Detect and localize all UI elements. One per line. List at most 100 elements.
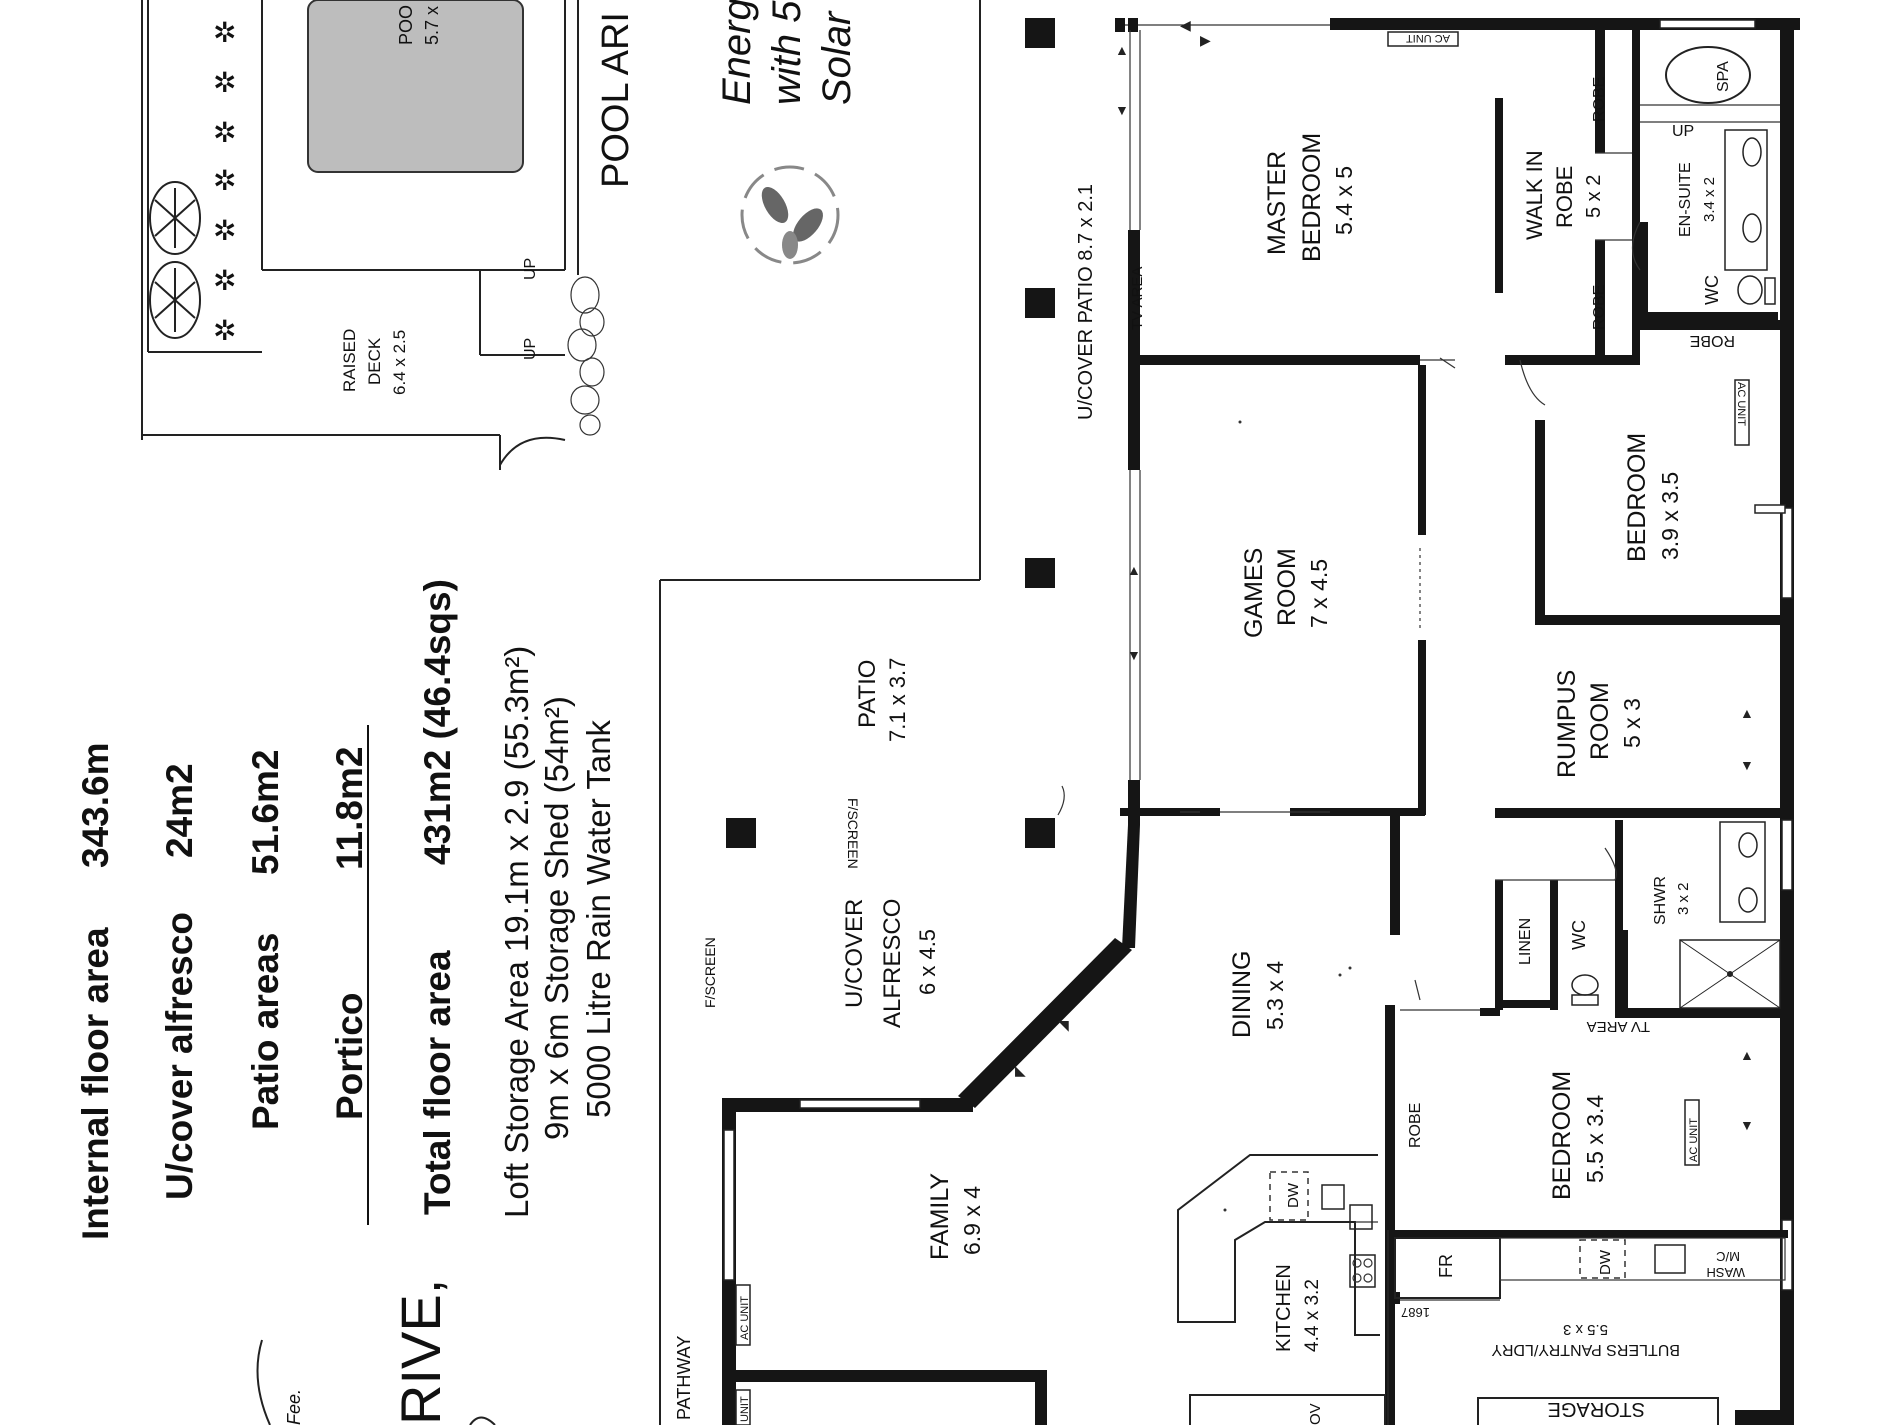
- pathway-label: PATHWAY: [674, 1336, 694, 1420]
- dw-label: DW: [1597, 1249, 1614, 1275]
- butlers-pantry-size: 5.5 x 3: [1563, 1321, 1608, 1338]
- svg-text:✲: ✲: [213, 165, 236, 196]
- svg-text:✲: ✲: [213, 265, 236, 296]
- storage-shed-note: 9m x 6m Storage Shed (54m²): [538, 696, 575, 1140]
- ac-unit-icon: AC UNIT: [1684, 1099, 1700, 1166]
- svg-text:▲: ▲: [1127, 562, 1141, 578]
- internal-floor-area-label: Internal floor area: [75, 927, 116, 1240]
- total-area-value: 431m2 (46.4sqs): [417, 579, 458, 865]
- alfresco-size: 6 x 4.5: [915, 929, 940, 995]
- rain-tank-note: 5000 Litre Rain Water Tank: [580, 719, 617, 1118]
- svg-text:✲: ✲: [213, 117, 236, 148]
- sliding-door-arrow: ▲ ▼ ▲ ▼ ▲ ▼ ▲ ▼ ◣ ◥ ◀ ▶: [1015, 17, 1754, 1133]
- patio-label: PATIO: [854, 660, 881, 728]
- linen-label: LINEN: [1517, 918, 1534, 965]
- rumpus-room-size: 5 x 3: [1619, 698, 1645, 748]
- basin-icon: [1719, 821, 1766, 923]
- svg-text:◀: ◀: [1180, 17, 1191, 33]
- internal-floor-area-value: 343.6m: [75, 743, 116, 869]
- area-summary: Internal floor area 343.6m U/cover alfre…: [75, 579, 617, 1240]
- fridge-dimension: 1687: [1401, 1305, 1430, 1320]
- family-label: FAMILY: [926, 1173, 954, 1260]
- toilet-icon: [1737, 275, 1776, 305]
- spa-icon: SPA: [1665, 46, 1751, 104]
- dining-size: 5.3 x 4: [1262, 961, 1288, 1030]
- ac-unit-icon: AC UNIT: [1734, 379, 1750, 446]
- svg-text:▼: ▼: [1740, 1117, 1754, 1133]
- pool: [307, 0, 524, 173]
- ac-unit-icon: UNIT: [735, 1389, 751, 1425]
- loft-storage-note: Loft Storage Area 19.1m x 2.9 (55.3m²): [498, 646, 535, 1218]
- kitchen-size: 4.4 x 3.2: [1302, 1279, 1323, 1352]
- bedroom-3-label: BEDROOM: [1548, 1071, 1576, 1200]
- svg-text:DW: DW: [1285, 1182, 1302, 1208]
- svg-text:▲: ▲: [1740, 1047, 1754, 1063]
- raised-deck-label: RAISED: [340, 329, 359, 392]
- flower-icon: ✲ ✲ ✲ ✲ ✲ ✲ ✲: [213, 17, 236, 346]
- fridge-label: FR: [1436, 1254, 1456, 1278]
- robe-label: ROBE: [1591, 77, 1608, 122]
- energy-note: Energ with 5 Solar: [715, 0, 859, 105]
- wash-label: WASH: [1706, 1265, 1745, 1280]
- portico-area-value: 11.8m2: [329, 747, 370, 870]
- svg-text:Energ: Energ: [715, 0, 759, 105]
- games-room-label: GAMES: [1240, 548, 1268, 638]
- rumpus-room-label-2: ROOM: [1586, 682, 1614, 760]
- games-room-size: 7 x 4.5: [1306, 559, 1332, 628]
- kitchen-bench: DW: [1177, 1154, 1380, 1336]
- shower-icon: [1679, 939, 1781, 1009]
- svg-text:▲: ▲: [1740, 705, 1754, 721]
- shower-label: SHWR: [1652, 876, 1669, 925]
- svg-text:◣: ◣: [1015, 1062, 1026, 1078]
- butlers-pantry-label: BUTLERS PANTRY/LDRY: [1491, 1341, 1680, 1358]
- door-swing: [1180, 221, 1641, 1001]
- fscreen-label-2: F/SCREEN: [702, 937, 718, 1008]
- ensuite-size: 3.4 x 2: [1701, 177, 1718, 222]
- svg-text:AC UNIT: AC UNIT: [1406, 32, 1450, 44]
- svg-text:▶: ▶: [1200, 32, 1211, 48]
- ensuite-label: EN-SUITE: [1677, 162, 1694, 237]
- svg-text:SPA: SPA: [1715, 61, 1732, 92]
- alfresco-area-value: 24m2: [159, 763, 200, 858]
- svg-text:UNIT: UNIT: [739, 1396, 751, 1422]
- pool-area: POO 5.7 x POOL ARI RAISED DECK 6.4 x 2.5…: [141, 0, 637, 470]
- ac-unit-icon: AC UNIT: [735, 1284, 751, 1346]
- patio-area-value: 51.6m2: [245, 750, 286, 876]
- walkin-robe-label: WALK IN: [1522, 150, 1547, 240]
- bedroom-2-size: 3.9 x 3.5: [1657, 472, 1683, 560]
- pool-area-label: POOL ARI: [595, 12, 637, 188]
- sink-icon: [1321, 1184, 1345, 1210]
- footprints-logo-icon: [740, 165, 840, 265]
- svg-text:AC UNIT: AC UNIT: [739, 1296, 751, 1340]
- svg-text:Solar: Solar: [815, 10, 859, 105]
- ensuite-step-up: UP: [1672, 123, 1694, 140]
- alfresco-area-label: U/cover alfresco: [159, 912, 200, 1200]
- svg-text:▼: ▼: [1740, 757, 1754, 773]
- robe-label-upside: ROBE: [1690, 332, 1735, 349]
- master-bedroom-label-2: BEDROOM: [1298, 133, 1326, 262]
- svg-text:AC UNIT: AC UNIT: [1735, 382, 1747, 426]
- family-size: 6.9 x 4: [959, 1186, 985, 1255]
- bedroom-3-size: 5.5 x 3.4: [1582, 1095, 1608, 1183]
- step-up-icon: UP: [522, 338, 539, 360]
- master-bedroom-label: MASTER: [1263, 151, 1291, 255]
- tv-area-label: TV AREA: [1129, 267, 1146, 330]
- master-bedroom-size: 5.4 x 5: [1331, 166, 1357, 235]
- robe-label: ROBE: [1407, 1103, 1424, 1148]
- svg-text:▼: ▼: [1127, 647, 1141, 663]
- alfresco-label-2: ALFRESCO: [879, 899, 906, 1028]
- rumpus-room-label: RUMPUS: [1553, 670, 1581, 778]
- ucover-patio-label: U/COVER PATIO 8.7 x 2.1: [1075, 184, 1097, 420]
- raised-deck-size: 6.4 x 2.5: [390, 330, 409, 395]
- svg-text:▼: ▼: [1115, 102, 1129, 118]
- storage-box: [1477, 1397, 1719, 1425]
- basin-icon: [1724, 129, 1768, 271]
- walkin-robe-size: 5 x 2: [1583, 175, 1605, 218]
- ac-unit-icon: AC UNIT: [1387, 31, 1459, 47]
- house-walls: [722, 18, 1800, 1425]
- oven-label: OV: [1307, 1403, 1324, 1425]
- patio-size: 7.1 x 3.7: [885, 658, 910, 742]
- step-up-icon: UP: [522, 258, 539, 280]
- drive-fragment: RIVE,: [389, 1279, 452, 1425]
